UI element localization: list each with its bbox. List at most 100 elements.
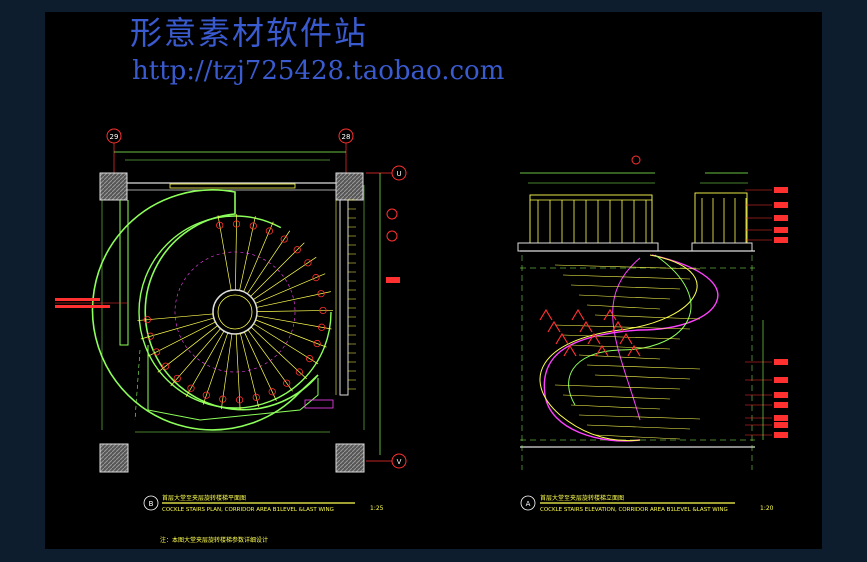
plan-callout-tag: [386, 277, 400, 283]
upper-railing-right: [691, 192, 753, 252]
stair-tread: [253, 256, 317, 300]
plan-title: 首层大堂至夹层旋转楼梯平面图: [162, 494, 246, 502]
baluster: [202, 391, 210, 399]
baluster: [252, 393, 260, 401]
grid-bubble-v: V: [366, 453, 407, 469]
plan-note: 注：本图大堂夹层旋转楼梯参数详细设计: [160, 536, 268, 544]
watermark-title: 形意素材软件站: [130, 14, 369, 52]
elevation-step: [562, 394, 671, 400]
stair-tread: [256, 315, 332, 330]
left-wall: [119, 200, 129, 346]
column-bottom-left: [99, 443, 129, 473]
elevation-marker: A: [526, 500, 531, 508]
baluster: [236, 396, 244, 404]
baluster: [265, 227, 273, 235]
elevation-baluster: [563, 344, 577, 357]
grid-label-29: 29: [110, 133, 119, 141]
spiral-stair-elevation: [539, 254, 719, 442]
elevation-baluster: [571, 308, 585, 321]
elevation-tag: [774, 422, 788, 428]
elevation-tag: [774, 227, 788, 233]
center-column: [212, 289, 258, 335]
elevation-view: A 首层大堂至夹层旋转楼梯立面图 COCKLE STAIRS ELEVATION…: [517, 155, 788, 513]
baluster: [162, 362, 170, 370]
baluster: [152, 348, 161, 356]
grid-bubble-28: 28: [338, 128, 354, 176]
baluster: [293, 246, 301, 254]
elevation-step: [554, 384, 681, 390]
elevation-baluster: [619, 332, 633, 345]
watermark-url: http://tzj725428.taobao.com: [132, 56, 505, 86]
elevation-tag: [774, 359, 788, 365]
baluster: [304, 259, 312, 267]
elevation-tag: [774, 402, 788, 408]
elevation-tag: [774, 432, 788, 438]
elevation-step: [554, 324, 691, 330]
stair-tread: [256, 309, 333, 312]
baluster: [268, 388, 276, 396]
elevation-title: 首层大堂至夹层旋转楼梯立面图: [540, 494, 624, 502]
elevation-step: [578, 294, 671, 300]
elevation-tag: [774, 415, 788, 421]
plan-title-block: B 首层大堂至夹层旋转楼梯平面图 COCKLE STAIRS PLAN, COR…: [143, 494, 384, 544]
elevation-step: [594, 314, 701, 320]
elevation-baluster: [611, 320, 625, 333]
baluster: [318, 323, 326, 331]
elevation-baluster: [603, 308, 617, 321]
stair-tread: [157, 325, 218, 373]
plan-scale: 1:25: [370, 505, 384, 512]
stair-tread: [147, 321, 216, 357]
spiral-stair-plan: [91, 189, 333, 431]
elevation-tag: [774, 392, 788, 398]
baluster: [187, 384, 195, 392]
elevation-step: [562, 334, 681, 340]
baluster: [146, 332, 155, 340]
elevation-tag: [774, 377, 788, 383]
elevation-step: [578, 414, 701, 420]
elevation-baluster: [579, 320, 593, 333]
baluster: [313, 339, 321, 348]
grid-label-28: 28: [342, 133, 351, 141]
stair-tread: [250, 242, 305, 297]
elevation-baluster: [547, 320, 561, 333]
elevation-step: [554, 264, 701, 270]
stair-tread: [255, 273, 326, 304]
elevation-tag: [774, 215, 788, 221]
elevation-step: [578, 354, 661, 360]
elevation-baluster: [555, 332, 569, 345]
elevation-tag: [774, 202, 788, 208]
stair-tread: [253, 323, 319, 365]
grid-bubble-29: 29: [106, 128, 122, 176]
elevation-subtitle: COCKLE STAIRS ELEVATION, CORRIDOR AREA B…: [540, 507, 728, 513]
grid-label-u: U: [396, 170, 401, 178]
elevation-step: [570, 404, 661, 410]
elevation-step: [586, 304, 661, 310]
elevation-step: [570, 284, 681, 290]
stair-tread: [140, 317, 214, 340]
elevation-step: [594, 374, 691, 380]
plan-subtitle: COCKLE STAIRS PLAN, CORRIDOR AREA B1LEVE…: [162, 507, 334, 513]
elevation-scale: 1:20: [760, 505, 774, 512]
stair-tread: [185, 330, 225, 398]
baluster: [219, 395, 227, 403]
grid-label-v: V: [397, 458, 402, 466]
elevation-baluster: [587, 332, 601, 345]
plan-view: 29 28 U V: [55, 128, 407, 544]
elevation-baluster: [539, 308, 553, 321]
elevation-baluster: [627, 344, 641, 357]
baluster: [317, 290, 325, 298]
upper-railing-left: [517, 194, 659, 252]
elevation-tag: [774, 187, 788, 193]
elevation-step: [586, 364, 701, 370]
column-top-left: [99, 172, 128, 201]
right-wall: [339, 200, 349, 396]
baluster: [283, 379, 291, 387]
baluster: [319, 306, 327, 315]
baluster: [295, 368, 303, 376]
stair-tread: [170, 328, 221, 387]
top-opening: [169, 183, 296, 189]
column-bottom-right: [335, 443, 365, 473]
column-top-right: [335, 172, 364, 201]
grid-bubble-u: U: [366, 165, 407, 181]
baluster: [306, 355, 314, 363]
